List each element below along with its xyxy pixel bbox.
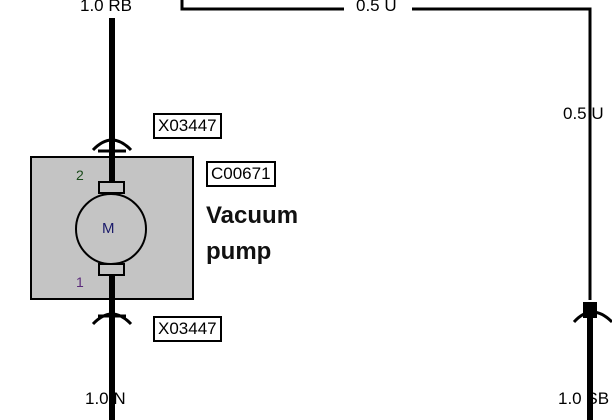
pin-label-bottom: 1: [76, 274, 84, 290]
pin-label-top: 2: [76, 167, 84, 183]
connector-id-upper: X03447: [153, 113, 222, 139]
motor-letter: M: [102, 220, 115, 237]
motor-brush-top: [98, 181, 125, 194]
wire-0-5-u-top: [180, 0, 592, 300]
wire-label-top-middle: 0.5 U: [356, 0, 397, 15]
wire-label-top-left: 1.0 RB: [80, 0, 132, 15]
connector-id-lower: X03447: [153, 316, 222, 342]
motor-brush-bottom: [98, 263, 125, 276]
component-id: C00671: [206, 161, 276, 187]
wire-label-bottom-left: 1.0 N: [85, 389, 126, 408]
lower-connector-symbol: [91, 312, 133, 326]
wire-label-bottom-right: 1.0 SB: [558, 389, 610, 408]
motor-icon: [75, 193, 147, 265]
wire-label-right-middle: 0.5 U: [563, 104, 604, 123]
component-name-line2: pump: [206, 238, 272, 265]
component-name-line1: Vacuum: [206, 202, 299, 229]
upper-connector-symbol: [91, 138, 133, 152]
